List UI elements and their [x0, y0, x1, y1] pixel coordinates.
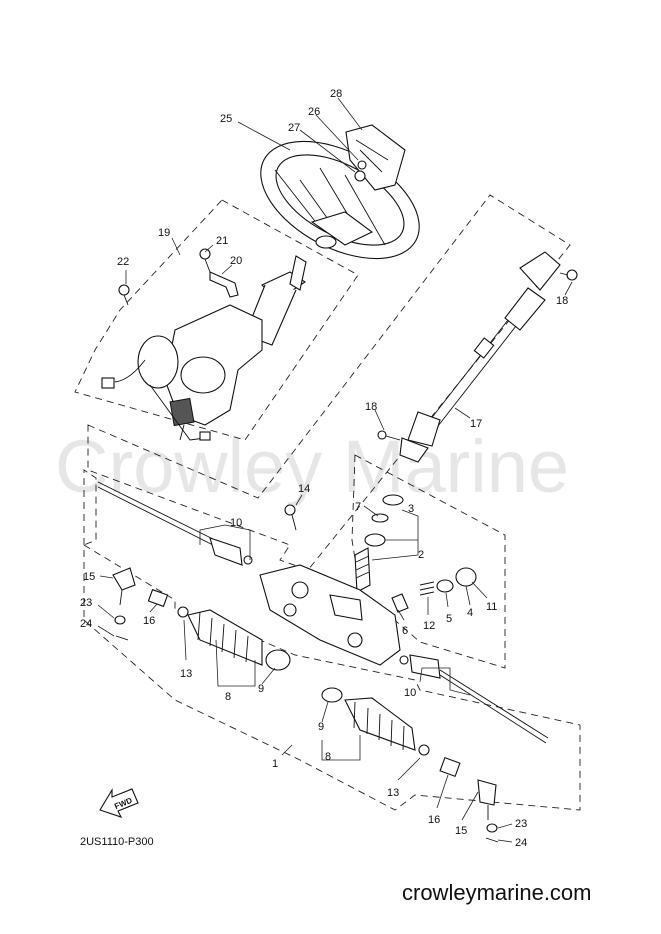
callout-26: 26: [308, 106, 320, 118]
pinion-group-outline: [351, 454, 506, 669]
footer-site: crowleymarine.com: [402, 880, 592, 905]
steering-shaft-group-outline: [87, 194, 571, 571]
left-tie-rod-end: [112, 567, 169, 641]
callout-3: 3: [408, 503, 414, 515]
callout-12: 12: [423, 620, 435, 632]
wheel-cover-part: [345, 124, 406, 191]
rack-housing: [259, 564, 401, 666]
callout-23-right: 23: [515, 818, 527, 830]
callout-13-right: 13: [387, 787, 399, 799]
callout-7: 7: [355, 501, 361, 513]
callout-8-left: 8: [225, 691, 231, 703]
callout-24-right: 24: [515, 837, 527, 849]
callout-6: 6: [402, 625, 408, 637]
callout-18-upper: 18: [556, 295, 568, 307]
pinion-parts: [354, 494, 404, 593]
callout-15-left: 15: [83, 571, 95, 583]
callout-10-right: 10: [404, 687, 416, 699]
callout-11: 11: [486, 601, 497, 613]
callout-5: 5: [446, 613, 452, 625]
right-boot: [321, 687, 430, 756]
callout-8-right: 8: [325, 751, 331, 763]
callout-labels: 28 26 27 25 19 21 20 22 18 17 18 14 7 3 …: [80, 88, 568, 849]
callout-25: 25: [220, 113, 232, 125]
callout-13-left: 13: [180, 668, 192, 680]
callout-17: 17: [470, 418, 482, 430]
steering-column: [101, 255, 307, 441]
left-tie-rod: [97, 481, 253, 566]
diagram-code: 2US1110-P300: [80, 836, 154, 848]
steering-column-group-outline: [74, 199, 359, 441]
callout-24-left: 24: [80, 618, 92, 630]
callout-9-left: 9: [258, 683, 264, 695]
steering-gear-group-outline: [83, 469, 97, 546]
left-boot: [177, 606, 291, 671]
callout-20: 20: [230, 255, 242, 267]
rack-guide-parts: [391, 567, 477, 613]
callout-23-left: 23: [80, 597, 92, 609]
watermark-text: Crowley Marine: [55, 425, 569, 508]
right-tie-rod: [399, 654, 549, 744]
callout-28: 28: [330, 88, 342, 100]
steering-wheel: [260, 140, 420, 260]
callout-9-right: 9: [318, 721, 324, 733]
callout-2: 2: [418, 549, 424, 561]
gear-bolt: [284, 504, 297, 531]
callout-4: 4: [467, 607, 473, 619]
callout-19: 19: [158, 227, 170, 239]
intermediate-shaft: [377, 251, 578, 463]
right-tie-rod-end: [439, 756, 499, 843]
callout-22: 22: [117, 256, 129, 268]
forward-arrow: FWD: [99, 788, 139, 818]
callout-14: 14: [298, 483, 310, 495]
wheel-nut-part: [354, 160, 367, 182]
callout-16-left: 16: [143, 615, 155, 627]
callout-18-lower: 18: [365, 401, 377, 413]
callout-27: 27: [288, 122, 300, 134]
callout-1: 1: [272, 758, 278, 770]
callout-16-right: 16: [428, 814, 440, 826]
leader-lines: [97, 97, 573, 843]
callout-15-right: 15: [455, 825, 467, 837]
callout-21: 21: [216, 235, 228, 247]
column-bolts: [118, 248, 239, 306]
callout-10-left: 10: [230, 517, 242, 529]
